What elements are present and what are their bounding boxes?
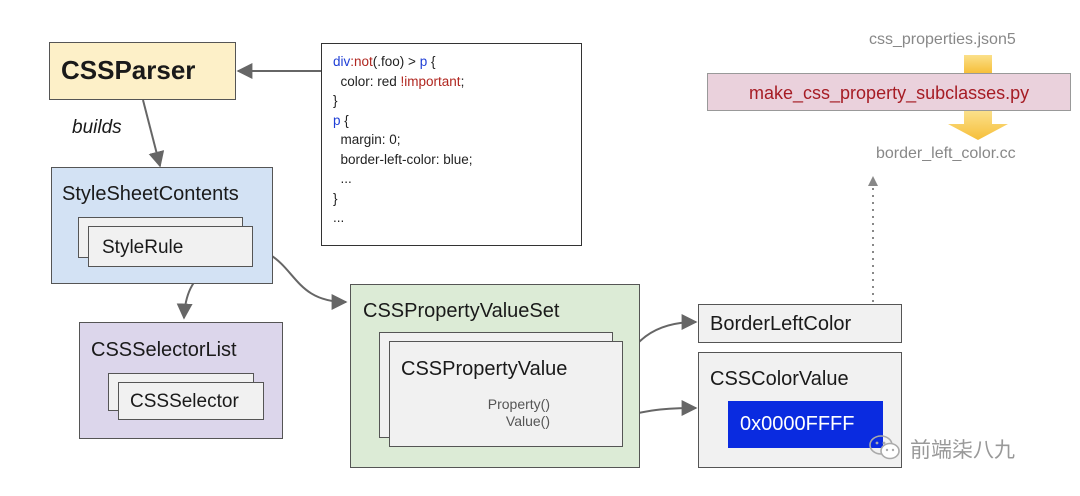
code-color-decl: color: red: [333, 73, 401, 89]
wechat-icon: [869, 435, 900, 460]
code-line-7: ...: [333, 171, 352, 186]
color-swatch-value: 0x0000FFFF: [740, 413, 855, 435]
code-line-9: ...: [333, 210, 345, 225]
css-property-value-label: CSSPropertyValue: [401, 358, 568, 380]
code-line-5: margin: 0;: [333, 132, 401, 147]
border-left-color-label: BorderLeftColor: [710, 313, 852, 335]
code-selector-p2: p: [333, 112, 341, 128]
value-method-label: Value(): [505, 413, 550, 429]
code-line-8: }: [333, 190, 338, 206]
code-selector-div: div: [333, 54, 351, 69]
output-file-label: border_left_color.cc: [876, 145, 1016, 162]
css-property-value-set-label: CSSPropertyValueSet: [363, 300, 560, 322]
yellow-arrow-bottom: [948, 111, 1008, 140]
code-line-1: div:not(.foo) > p {: [333, 52, 581, 72]
border-left-color-box: BorderLeftColor: [698, 304, 902, 343]
css-parser-label: CSSParser: [61, 55, 196, 85]
code-selector-rest: (.foo) >: [372, 54, 420, 69]
css-selector-card: CSSSelector: [118, 382, 264, 420]
stylerule-label: StyleRule: [102, 237, 184, 258]
code-line-4: p {: [333, 111, 581, 131]
code-brace-open-2: {: [340, 112, 349, 128]
css-selector-list-label: CSSSelectorList: [91, 339, 237, 361]
code-selector-p: p: [419, 54, 428, 69]
make-script-label: make_css_property_subclasses.py: [749, 83, 1030, 103]
code-line-3: }: [333, 93, 338, 108]
stylesheet-contents-label: StyleSheetContents: [62, 183, 239, 205]
css-color-value-box: CSSColorValue 0x0000FFFF: [698, 352, 902, 468]
code-pseudo-not: :not: [350, 54, 373, 69]
code-line-2: color: red !important;: [333, 72, 581, 92]
color-swatch: 0x0000FFFF: [728, 401, 883, 448]
make-script-box: make_css_property_subclasses.py: [707, 73, 1071, 111]
css-properties-json-label: css_properties.json5: [869, 31, 1016, 48]
css-selector-label: CSSSelector: [130, 391, 239, 412]
css-code-block: div:not(.foo) > p { color: red !importan…: [321, 43, 582, 246]
edge-parser-builds-stylesheet: [142, 99, 165, 168]
css-property-value-card: CSSPropertyValue Property() Value(): [389, 341, 623, 447]
css-color-value-label: CSSColorValue: [710, 368, 849, 390]
code-line-6: border-left-color: blue;: [333, 151, 473, 167]
code-semicolon: ;: [460, 73, 465, 89]
stylerule-card: StyleRule: [88, 226, 253, 267]
css-parser-box: CSSParser: [49, 42, 236, 100]
builds-label: builds: [72, 117, 122, 138]
property-method-label: Property(): [487, 396, 550, 412]
code-brace-open-1: {: [427, 54, 436, 69]
yellow-arrow-stem-top: [964, 55, 992, 73]
arrowhead-dotted: [868, 176, 878, 186]
watermark-text: 前端柒八九: [910, 438, 1015, 462]
code-important: !important: [400, 73, 461, 89]
